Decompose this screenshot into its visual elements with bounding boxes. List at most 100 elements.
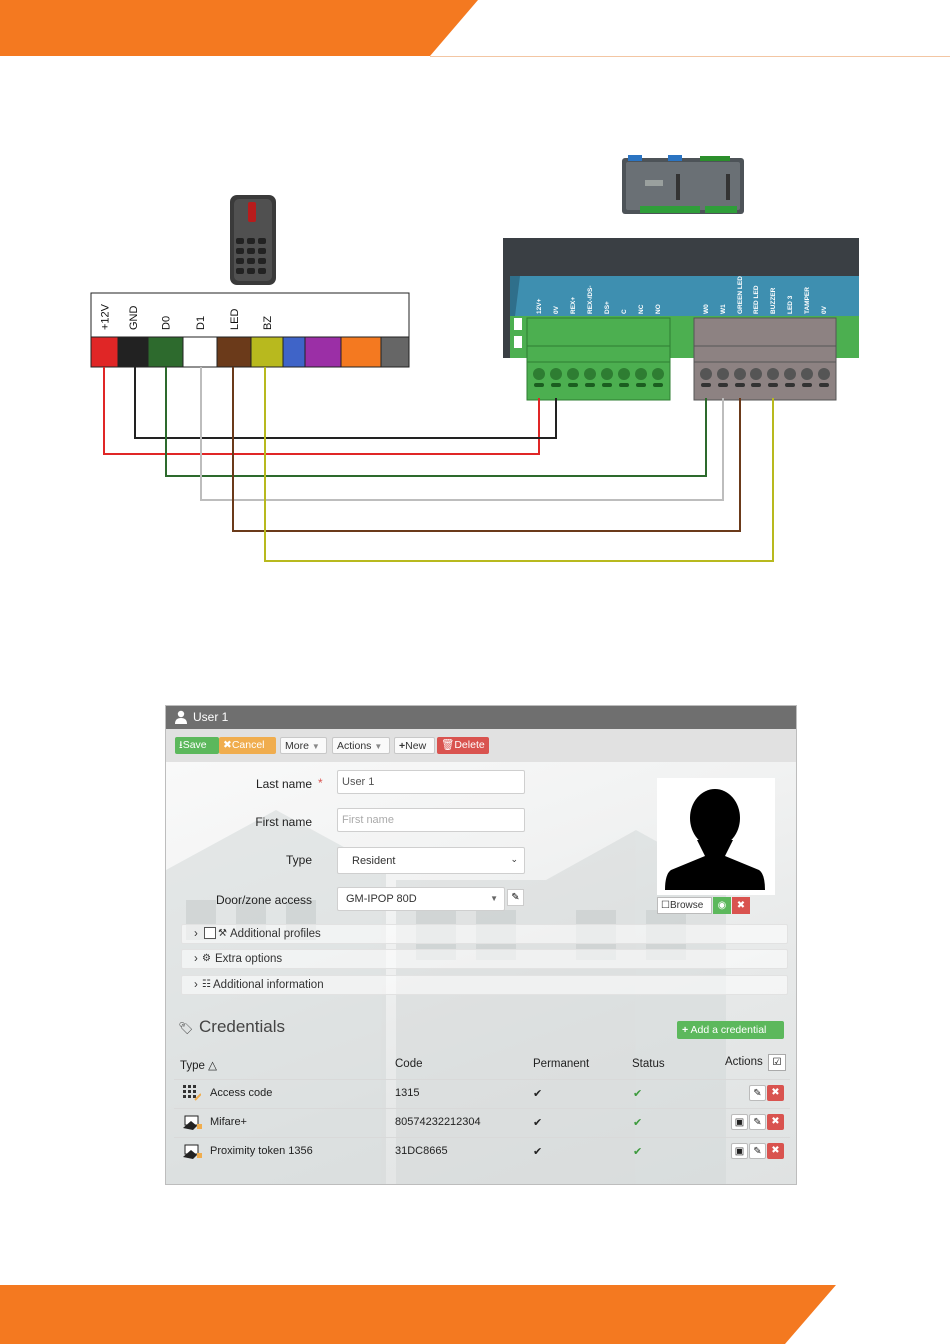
controller-terminal-label: NC <box>638 304 645 314</box>
id-card-icon: ▣ <box>734 1117 745 1128</box>
reader-terminal-10 <box>380 336 410 368</box>
table-row[interactable]: Proximity token 1356 31DC8665 ✔ ✔ ▣ ✎ ✖ <box>174 1137 790 1166</box>
camera-button[interactable]: ◉ <box>713 897 731 914</box>
terminal-slot <box>785 383 795 387</box>
terminal-screw <box>784 368 796 380</box>
plus-icon: + <box>682 1024 689 1036</box>
status-check-icon: ✔ <box>633 1146 643 1158</box>
card-details-button[interactable]: ▣ <box>731 1114 748 1130</box>
cancel-button[interactable]: ✖Cancel <box>219 737 276 754</box>
check-square-icon: ☑ <box>772 1057 782 1068</box>
table-row[interactable]: Mifare+ 80574232212304 ✔ ✔ ▣ ✎ ✖ <box>174 1108 790 1137</box>
column-status[interactable]: Status <box>632 1058 665 1070</box>
terminal-slot <box>768 383 778 387</box>
terminal-slot <box>819 383 829 387</box>
sort-ascending-icon: △ <box>208 1060 217 1072</box>
delete-credential-button[interactable]: ✖ <box>767 1143 784 1159</box>
window-titlebar: User 1 <box>166 706 796 729</box>
type-select[interactable]: Resident ⌄ <box>337 847 525 874</box>
last-name-label: Last name <box>255 777 312 791</box>
add-credential-button[interactable]: + Add a credential <box>677 1021 784 1039</box>
trash-icon: ✖ <box>771 1116 780 1127</box>
delete-credential-button[interactable]: ✖ <box>767 1085 784 1101</box>
pencil-icon: ✎ <box>511 892 520 903</box>
terminal-screw <box>533 368 545 380</box>
controller-terminal-label: RED LED <box>753 285 760 314</box>
controller-terminal-label: GREEN LED <box>737 276 744 314</box>
id-card-icon: ▣ <box>734 1146 745 1157</box>
section-additional-information[interactable]: › ☷ Additional information <box>181 975 788 995</box>
terminal-slot <box>636 383 646 387</box>
trash-icon: 🗑 <box>441 739 455 751</box>
terminal-slot <box>534 383 544 387</box>
trash-icon: ✖ <box>771 1145 780 1156</box>
trash-icon: ✖ <box>736 900 746 911</box>
remove-photo-button[interactable]: ✖ <box>732 897 750 914</box>
pencil-icon: ✎ <box>753 1117 762 1128</box>
section-additional-profiles[interactable]: › ⚒ Additional profiles <box>181 924 788 944</box>
reader-terminal-2 <box>117 336 149 368</box>
controller-terminal-label: TAMPER <box>804 287 811 314</box>
type-label: Type <box>285 853 312 867</box>
user-photo <box>657 778 775 895</box>
terminal-slot <box>602 383 612 387</box>
first-name-input[interactable]: First name <box>337 808 525 832</box>
edit-credential-button[interactable]: ✎ <box>749 1143 766 1159</box>
status-check-icon: ✔ <box>633 1117 643 1129</box>
terminal-screw <box>734 368 746 380</box>
terminal-slot <box>751 383 761 387</box>
bottom-brand-band <box>0 1285 836 1344</box>
door-zone-select[interactable]: GM-IPOP 80D ▼ <box>337 887 505 911</box>
last-name-input[interactable]: User 1 <box>337 770 525 794</box>
credential-code: 1315 <box>395 1087 420 1099</box>
save-button[interactable]: ⭳Save <box>175 737 219 754</box>
edit-credential-button[interactable]: ✎ <box>749 1085 766 1101</box>
column-type[interactable]: Type △ <box>180 1060 217 1072</box>
terminal-screw <box>750 368 762 380</box>
reader-terminal-8 <box>304 336 342 368</box>
permanent-check-icon: ✔ <box>533 1088 543 1100</box>
delete-button[interactable]: 🗑Delete <box>437 737 489 754</box>
wire-d1 <box>200 367 724 501</box>
controller-terminal-label: W0 <box>703 304 710 314</box>
table-row[interactable]: Access code 1315 ✔ ✔ ✎ ✖ <box>174 1079 790 1108</box>
wire-bz <box>264 367 774 562</box>
pencil-icon: ✎ <box>753 1146 762 1157</box>
delete-credential-button[interactable]: ✖ <box>767 1114 784 1130</box>
terminal-slot <box>585 383 595 387</box>
more-dropdown[interactable]: More ▼ <box>280 737 327 754</box>
credential-code: 31DC8665 <box>395 1145 448 1157</box>
credentials-heading: Credentials <box>199 1017 285 1036</box>
section-checkbox[interactable] <box>204 927 216 939</box>
terminal-slot <box>568 383 578 387</box>
column-code[interactable]: Code <box>395 1058 423 1070</box>
credential-type: Access code <box>210 1087 273 1099</box>
terminal-slot <box>802 383 812 387</box>
chevron-down-icon: ⌄ <box>510 854 518 864</box>
tags-icon: 🏷 <box>178 1021 194 1035</box>
actions-dropdown[interactable]: Actions ▼ <box>332 737 390 754</box>
controller-terminal-label: W1 <box>720 304 727 314</box>
wire-d0 <box>165 367 707 477</box>
reader-terminal-label: +12V <box>100 303 112 330</box>
browse-button[interactable]: ☐Browse <box>657 897 712 914</box>
select-all-button[interactable]: ☑ <box>768 1054 786 1071</box>
terminal-slot <box>735 383 745 387</box>
controller-board-image <box>622 155 744 214</box>
card-details-button[interactable]: ▣ <box>731 1143 748 1159</box>
terminal-slot <box>718 383 728 387</box>
column-permanent[interactable]: Permanent <box>533 1058 590 1070</box>
user-form-screenshot: User 1 ⭳Save ✖Cancel More ▼ Actions ▼ +N… <box>165 705 797 1185</box>
edit-door-button[interactable]: ✎ <box>507 889 524 906</box>
terminal-screw <box>618 368 630 380</box>
cancel-icon: ✖ <box>223 739 232 751</box>
terminal-screw <box>601 368 613 380</box>
trash-icon: ✖ <box>771 1087 780 1098</box>
new-button[interactable]: +New <box>394 737 435 754</box>
terminal-screw <box>550 368 562 380</box>
edit-credential-button[interactable]: ✎ <box>749 1114 766 1130</box>
terminal-screw <box>818 368 830 380</box>
section-extra-options[interactable]: › ⚙ Extra options <box>181 949 788 969</box>
reader-terminal-1 <box>90 336 119 368</box>
